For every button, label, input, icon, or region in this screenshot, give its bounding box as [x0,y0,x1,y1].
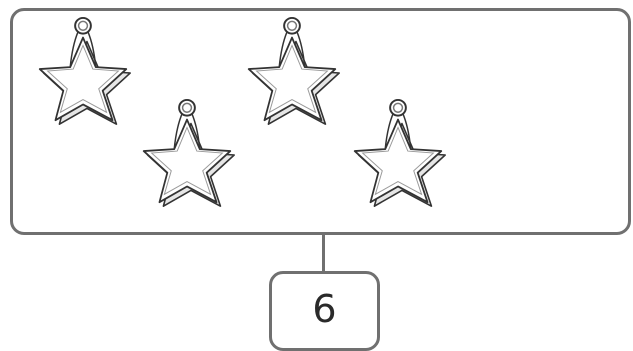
answer-value: 6 [312,290,336,328]
star-ornament-icon [128,96,246,214]
star-ornament-icon [233,14,351,132]
star-ornament-icon [24,14,142,132]
star-ornament-icon [339,96,457,214]
connector-line [322,235,325,271]
answer-box[interactable]: 6 [269,271,380,351]
